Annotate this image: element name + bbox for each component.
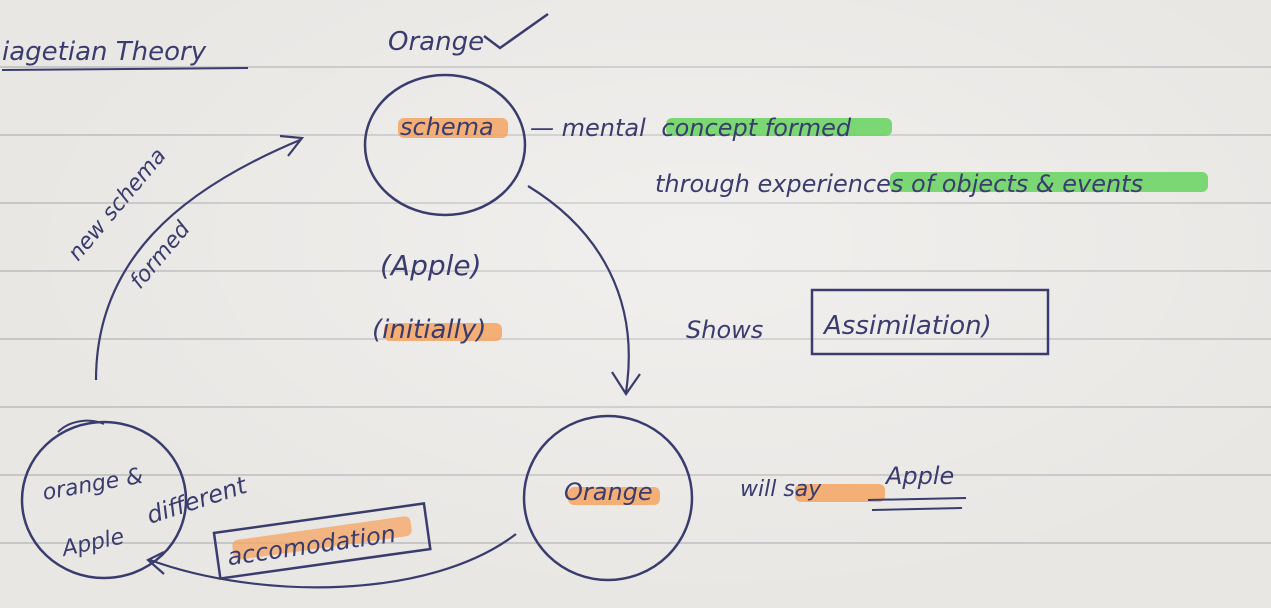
left-circle-line-1: orange &	[41, 464, 145, 506]
accommodation-group: accomodation	[212, 502, 432, 580]
definition-line-1: — mental concept formed	[530, 114, 852, 142]
page-title: iagetian Theory	[2, 37, 207, 67]
new-schema-arrow	[94, 138, 301, 381]
title-underline	[1, 67, 249, 71]
schema-to-orange-arrowhead-icon	[611, 371, 641, 396]
definition-line-2: through experiences of objects & events	[655, 170, 1143, 198]
apple-note: (Apple)	[380, 249, 482, 282]
schema-label: schema	[400, 113, 494, 141]
top-orange-label: Orange	[388, 27, 484, 57]
accommodation-arrow	[149, 533, 517, 589]
definition-highlighted-words: concept formed	[661, 114, 851, 142]
definition-prefix: — mental	[530, 114, 646, 142]
schema-circle	[363, 73, 527, 217]
orange-circle-highlight	[568, 487, 660, 505]
assimilation-box	[810, 288, 1050, 356]
accommodation-highlight	[232, 516, 412, 560]
definition-green-highlight-1	[666, 118, 892, 136]
shows-label: Shows	[686, 316, 763, 344]
left-circle-line-2: Apple	[58, 524, 126, 562]
orange-apple-circle	[20, 420, 188, 580]
definition-green-highlight-2	[890, 172, 1208, 192]
accommodation-arrowhead-icon	[146, 551, 165, 575]
assimilation-label: Assimilation)	[822, 311, 992, 341]
definition-line-2-plain: through exper	[655, 170, 828, 198]
apple-double-underline	[867, 497, 967, 511]
orange-circle-label: Orange	[564, 478, 653, 506]
orange-circle	[522, 414, 694, 582]
left-circle-hook	[57, 419, 105, 433]
will-say-highlight	[795, 484, 885, 502]
initially-highlight	[384, 323, 502, 341]
will-say-text: will say	[740, 477, 822, 502]
different-note: different	[143, 471, 251, 530]
initially-note: (initially)	[372, 315, 486, 345]
will-say-answer: Apple	[884, 462, 954, 490]
check-mark-icon	[483, 12, 549, 50]
definition-line-2-highlighted: iences of objects & events	[826, 170, 1143, 198]
schema-highlight	[398, 118, 508, 138]
new-schema-arrowhead-icon	[279, 134, 305, 157]
schema-to-orange-arrow	[527, 185, 630, 393]
accommodation-box	[212, 502, 432, 580]
